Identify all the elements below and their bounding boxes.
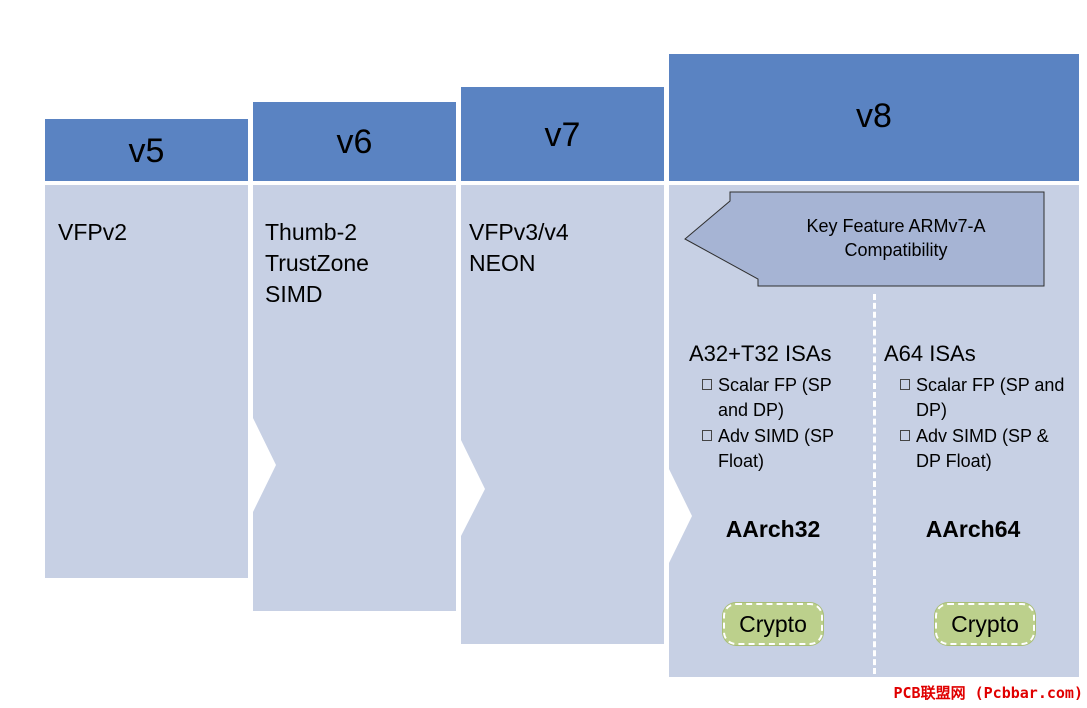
key-feature-arrow [684, 191, 1045, 287]
column-v6-features: Thumb-2 TrustZone SIMD [265, 219, 369, 307]
column-v5-header-bg [45, 119, 248, 181]
column-v7-header: v7 [544, 116, 581, 154]
checkbox-glyph-icon [702, 379, 712, 390]
aarch32-bullet-adv-simd: Adv SIMD (SP Float) [702, 424, 864, 474]
column-v6-header: v6 [336, 123, 373, 161]
checkbox-glyph-icon [900, 379, 910, 390]
column-v7-header-bg [461, 87, 664, 181]
aarch32-isa-title: A32+T32 ISAs [689, 341, 832, 366]
aarch-divider [873, 294, 876, 674]
column-v5-header: v5 [128, 132, 165, 170]
column-v6-header-bg [253, 102, 456, 181]
checkbox-glyph-icon [702, 430, 712, 441]
column-v5-features: VFPv2 [58, 219, 128, 245]
aarch64-bullet-adv-simd: Adv SIMD (SP & DP Float) [900, 424, 1075, 474]
column-v8-header-bg [669, 54, 1079, 181]
aarch64-crypto-badge: Crypto [935, 603, 1035, 645]
column-v8-header: v8 [856, 97, 892, 135]
aarch32-bullet-scalar-fp: Scalar FP (SP and DP) [702, 373, 864, 423]
checkbox-glyph-icon [900, 430, 910, 441]
aarch32-crypto-badge: Crypto [723, 603, 823, 645]
column-v7-features: VFPv3/v4 NEON [469, 219, 569, 276]
column-v5-body-bg [45, 185, 248, 578]
column-v6-body-bg [253, 185, 456, 611]
aarch64-isa-title: A64 ISAs [884, 341, 976, 366]
column-v7-body-bg [461, 185, 664, 644]
watermark: PCB联盟网 (Pcbbar.com) [893, 684, 1084, 702]
aarch32-label: AArch32 [725, 516, 821, 542]
aarch64-bullet-scalar-fp: Scalar FP (SP and DP) [900, 373, 1075, 423]
key-feature-label: Key Feature ARMv7-A Compatibility [806, 216, 986, 260]
aarch64-label: AArch64 [925, 516, 1021, 542]
